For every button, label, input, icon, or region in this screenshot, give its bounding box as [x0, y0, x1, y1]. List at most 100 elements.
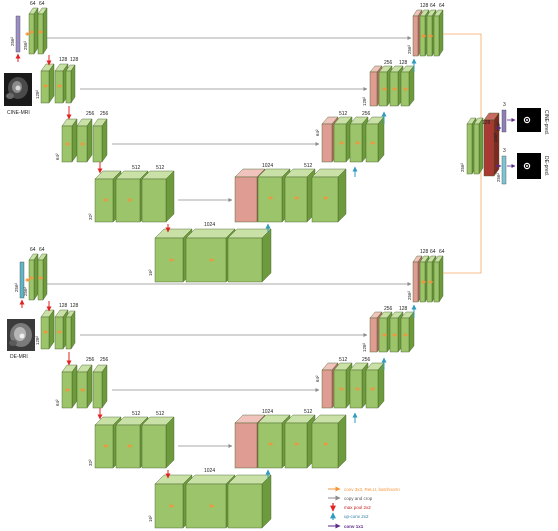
legend-conv-label: conv 3x3, ReLU, batchnorm: [344, 487, 400, 492]
bottom-enc3-block-3: [92, 364, 108, 409]
bottom-enc2-block-3: [65, 310, 76, 350]
cine-pred-image: [517, 108, 541, 132]
bottom-enc4-ch-2: 512: [156, 411, 165, 417]
top-enc1-ch-2: 64: [39, 1, 45, 7]
top-dec2-ch-2: 128: [399, 60, 408, 66]
bottom-dec3-block-1: [333, 362, 353, 409]
top-dec1-ch-2: 64: [430, 3, 436, 9]
de-mri-thumbnail: [7, 319, 35, 351]
top-enc4-ch-2: 512: [156, 165, 165, 171]
bottom-dec3-block-3: [365, 362, 385, 409]
bottom-dec2-ch-2: 128: [399, 306, 408, 312]
bottom-enc3-block-1: [61, 364, 78, 409]
top-dec4-ch-1: 1024: [262, 163, 273, 169]
top-enc2-ch-2: 128: [70, 57, 79, 63]
de-pred-image: [517, 153, 541, 179]
bottom-enc2-ch-1: 128: [59, 303, 68, 309]
top-enc3-ch-2: 256: [100, 111, 109, 117]
top-dec2-dim: 128²: [362, 96, 367, 106]
top-enc3-block-1: [61, 118, 78, 163]
top-dec1-ch-3: 64: [439, 3, 445, 9]
legend-up-label: up-conv 2x2: [344, 514, 369, 519]
bottom-enc2-ch-2: 128: [70, 303, 79, 309]
fusion-merge-block: [483, 112, 500, 177]
top-enc4-ch-1: 512: [132, 165, 141, 171]
bottom-dec1-ch-1: 128: [420, 249, 429, 255]
cine-pred-label: CINE-pred.: [543, 110, 549, 135]
top-dec4-block-1: [257, 168, 291, 223]
bottom-dec1-ch-2: 64: [430, 249, 436, 255]
top-enc1-block-1: [28, 7, 39, 55]
bottom-input-dim: 256²: [14, 282, 19, 292]
bottom-enc1-block-2: [37, 253, 48, 301]
top-dec1-dim: 256²: [407, 44, 412, 54]
bottom-bottleneck-block-3: [227, 474, 272, 529]
top-enc2-ch-1: 128: [59, 57, 68, 63]
cine-mri-label: CINE-MRI: [7, 110, 30, 116]
top-enc1-ch-1: 64: [30, 1, 36, 7]
top-dec4-block-2: [284, 168, 316, 223]
top-bottleneck-block-3: [227, 228, 272, 283]
top-enc3-block-3: [92, 118, 108, 163]
cine-output-dim: 256²: [496, 121, 501, 131]
bottom-dec3-ch-1: 512: [339, 357, 348, 363]
top-dec3-block-3: [365, 116, 385, 163]
top-dec4-block-3: [311, 168, 347, 223]
top-enc2-dim: 128²: [35, 89, 40, 99]
bottom-enc2-block-1: [40, 309, 55, 350]
top-bottleneck-ch: 1024: [204, 222, 215, 228]
top-dec1-block-3: [433, 9, 444, 57]
bottom-dec3-dim: 64²: [315, 375, 320, 382]
bottom-bottleneck-ch: 1024: [204, 468, 215, 474]
top-enc2-block-3: [65, 64, 76, 104]
top-dec3-block-1: [333, 116, 353, 163]
top-dec3-dim: 64²: [315, 129, 320, 136]
fusion-merge-dim: 256²: [493, 132, 498, 142]
legend-copy-label: copy and crop: [344, 496, 373, 501]
cine-output-slice: [501, 109, 507, 133]
top-bottleneck-dim: 16²: [148, 269, 153, 276]
de-output-ch: 3: [503, 148, 506, 154]
bottom-dec4-block-2: [284, 414, 316, 469]
bottom-input-slice: [19, 261, 25, 299]
de-mri-label: DE-MRI: [10, 354, 28, 360]
bottom-enc1-dim: 256²: [23, 286, 28, 296]
top-dec4-ch-2: 512: [304, 163, 313, 169]
bottom-dec4-ch-2: 512: [304, 409, 313, 415]
top-enc1-dim: 256²: [23, 40, 28, 50]
bottom-dec3-ch-2: 256: [362, 357, 371, 363]
bottom-enc4-dim: 32²: [88, 459, 93, 466]
bottom-dec2-block-3: [400, 311, 415, 353]
cine-mri-thumbnail: [4, 73, 32, 106]
bottom-dec2-dim: 128²: [362, 342, 367, 352]
top-input-slice: [15, 15, 21, 53]
bottom-dec4-ch-1: 1024: [262, 409, 273, 415]
bottom-concat-line: [443, 168, 482, 274]
bottom-dec3-block-2: [349, 362, 369, 409]
cine-output-ch: 3: [503, 102, 506, 108]
bottom-dec1-ch-3: 64: [439, 249, 445, 255]
bottom-bottleneck-dim: 16²: [148, 515, 153, 522]
legend-conv1x1-label: conv 1x1: [344, 524, 364, 529]
de-output-slice: [501, 155, 507, 185]
bottom-dec2-ch-1: 256: [384, 306, 393, 312]
top-dec3-ch-2: 256: [362, 111, 371, 117]
top-enc1-block-2: [37, 7, 48, 55]
bottom-enc3-ch-2: 256: [100, 357, 109, 363]
bottom-bottleneck-block-2: [185, 474, 236, 529]
fusion-block-2: [473, 117, 484, 175]
top-enc2-block-1: [40, 63, 55, 104]
bottom-enc3-ch-1: 256: [86, 357, 95, 363]
top-dec2-ch-1: 256: [384, 60, 393, 66]
top-dec3-block-2: [349, 116, 369, 163]
bottom-enc2-dim: 128²: [35, 335, 40, 345]
top-concat-line: [443, 33, 482, 118]
top-bottleneck-block-2: [185, 228, 236, 283]
fusion-dim: 256²: [460, 162, 465, 172]
top-enc4-dim: 32²: [88, 213, 93, 220]
bottom-dec1-dim: 256²: [407, 290, 412, 300]
bottom-enc3-dim: 64²: [55, 399, 60, 406]
top-enc3-block-2: [76, 118, 93, 163]
